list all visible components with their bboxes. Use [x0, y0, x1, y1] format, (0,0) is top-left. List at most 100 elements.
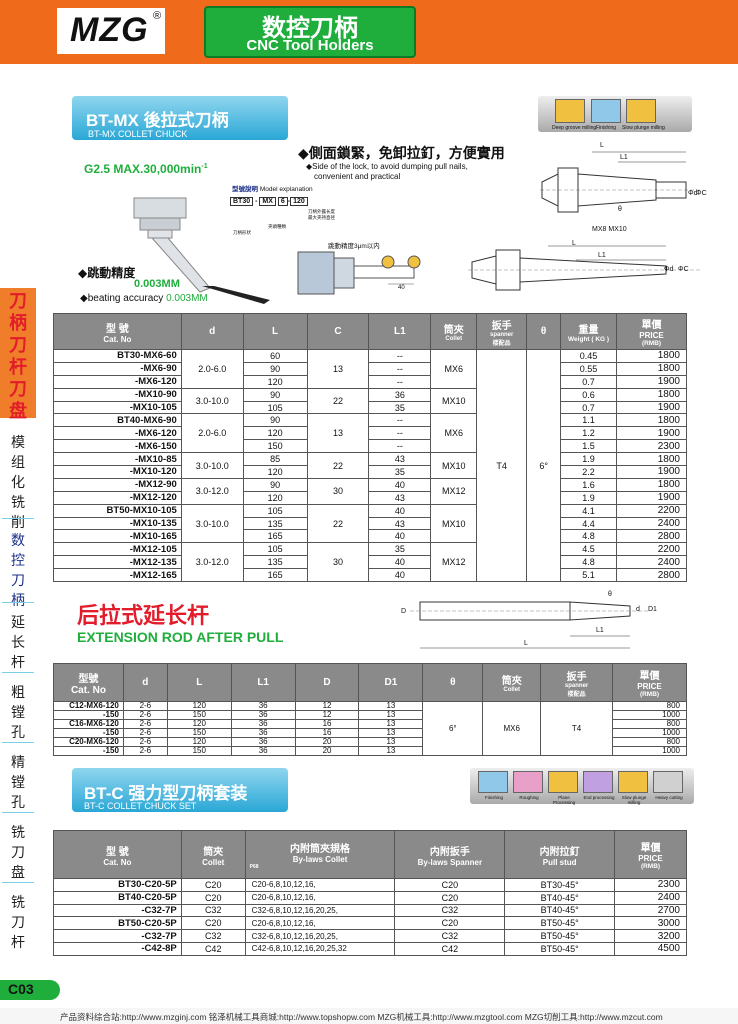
model-code: BT30 - MX 6-120	[230, 197, 308, 206]
side-nav-item-rough-boring[interactable]: 粗镗孔	[11, 684, 25, 740]
label-L: L	[524, 640, 528, 647]
side-nav-item-fine-boring[interactable]: 精镗孔	[11, 754, 25, 810]
side-nav-highlight	[0, 288, 36, 418]
side-nav-item-extension[interactable]: 延长杆	[11, 614, 25, 670]
dim-40: 40	[398, 285, 405, 291]
label-theta: θ	[618, 206, 622, 213]
icon-label: End processing	[583, 795, 615, 800]
accuracy-en: ◆beating accuracy 0.003MM	[80, 293, 208, 304]
label-L1: L1	[598, 252, 606, 259]
section-title-zh: BT-MX 後拉式刀柄	[86, 111, 229, 130]
label-mx: MX8 MX10	[592, 226, 627, 233]
roughing-icon	[513, 771, 543, 793]
feature-en-1: ◆Side of the lock, to avoid dumping pull…	[306, 162, 468, 171]
label-d: Φd	[688, 190, 698, 197]
application-icons: Finishing Roughing Plane Processing End pro…	[478, 771, 690, 805]
label-C: ΦC	[696, 190, 707, 197]
runout-test-drawing	[297, 251, 421, 295]
finishing-icon	[478, 771, 508, 793]
col-theta: θ	[526, 313, 562, 350]
logo-text: MZG	[70, 11, 149, 49]
end-processing-icon	[583, 771, 613, 793]
label-L: L	[572, 240, 576, 247]
accuracy-zh: ◆跳動精度	[78, 266, 136, 280]
side-nav-item-modular-milling[interactable]: 模组化铣削	[11, 434, 25, 530]
label-L: L	[600, 142, 604, 149]
extension-title-en: EXTENSION ROD AFTER PULL	[77, 629, 284, 645]
model-label: 型號說明 Model explanation	[232, 186, 313, 193]
page-number-badge	[0, 980, 60, 1000]
accuracy-value: 0.003MM	[134, 278, 180, 290]
finishing-icon	[591, 99, 621, 123]
heavy-cutting-icon	[653, 771, 683, 793]
spec-line: G2.5 MAX.30,000min-1	[84, 162, 208, 176]
logo	[55, 6, 167, 56]
slow-plunge-milling-icon	[626, 99, 656, 123]
footer-links: 产品资料综合站:http://www.mzginj.com 铭泽机械工具商城:h…	[0, 1008, 738, 1024]
extension-rod-drawing	[410, 601, 650, 649]
holder-illustration	[133, 197, 270, 304]
page-title-zh: 数控刀柄	[262, 15, 358, 42]
section-banner-bt-mx	[72, 96, 288, 140]
icon-label: Slow plunge milling	[622, 125, 665, 131]
section-banner-bt-c	[72, 768, 288, 812]
icon-label: Finishing	[484, 795, 503, 800]
page-number: C03	[8, 981, 34, 997]
holder-technical-drawing-1	[540, 151, 702, 213]
label-D: D	[401, 608, 407, 615]
col-C: C	[306, 313, 370, 350]
col-L1: L1	[368, 313, 432, 350]
feature-en-2: convenient and practical	[314, 172, 401, 181]
model-note: 刀柄形状	[233, 230, 251, 235]
icon-label: Deep groove milling	[552, 125, 597, 131]
icon-label: Heavy cutting	[655, 795, 683, 800]
side-nav-category[interactable]: 刀柄刀杆刀盘	[9, 291, 27, 421]
label-theta: θ	[608, 591, 612, 598]
slow-plunge-milling-icon	[618, 771, 648, 793]
icon-label: Roughing	[519, 795, 539, 800]
page-title-en: CNC Tool Holders	[246, 37, 374, 54]
plane-processing-icon	[548, 771, 578, 793]
side-nav-item-cnc-holders[interactable]: 数控刀柄	[11, 532, 25, 608]
col-d: d	[180, 313, 244, 350]
icon-label: Slow plunge milling	[621, 795, 647, 805]
label-d: d	[636, 606, 640, 613]
section-title-en: BT-C COLLET CHUCK SET	[84, 801, 197, 811]
label-C: ΦC	[678, 266, 689, 273]
model-notes: 刀柄外露长度最大夹持直径	[308, 209, 335, 220]
section-title-en: BT-MX COLLET CHUCK	[88, 129, 188, 139]
title-badge	[204, 6, 416, 58]
side-nav-item-milling-arbor[interactable]: 铣刀杆	[11, 894, 25, 950]
icon-label: Plane Processing	[552, 795, 576, 805]
label-L1: L1	[620, 154, 628, 161]
side-nav-item-milling-disc[interactable]: 铣刀盘	[11, 824, 25, 880]
